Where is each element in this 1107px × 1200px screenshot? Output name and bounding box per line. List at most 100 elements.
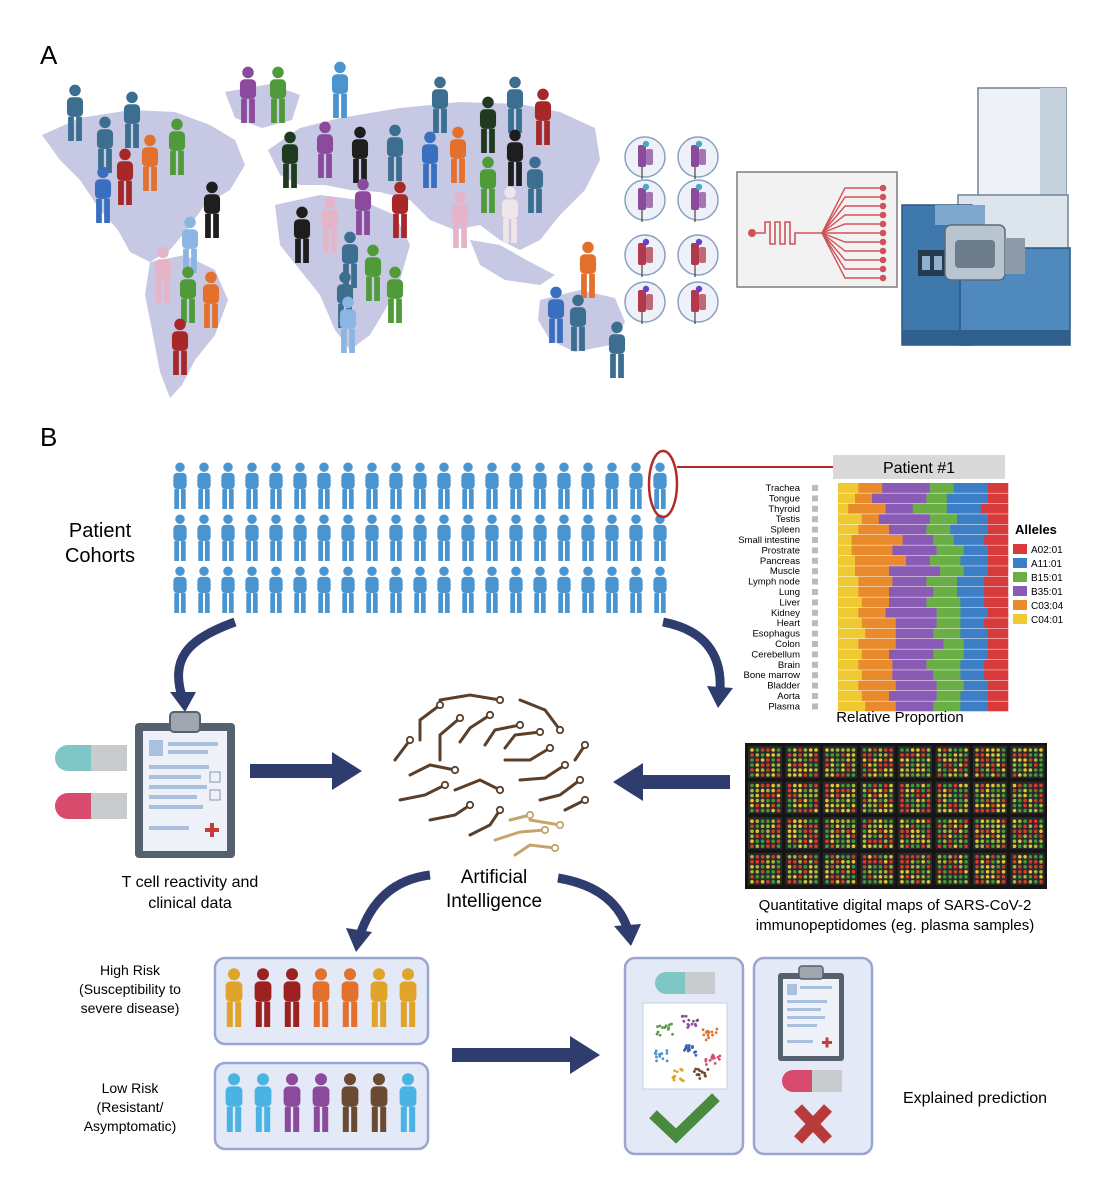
- heatmap-bar-segment: [861, 618, 897, 629]
- tsne-point: [665, 1051, 669, 1055]
- cohort-person-icon: [341, 514, 355, 561]
- prediction-panel-positive: [623, 956, 745, 1156]
- heatmap-bar-segment: [838, 566, 856, 577]
- arrow-risk-to-prediction: [452, 1036, 600, 1074]
- tissue-tick: [812, 672, 818, 679]
- tsne-plot-frame: [642, 1002, 728, 1090]
- tsne-point: [716, 1055, 720, 1059]
- tsne-point: [698, 1069, 702, 1073]
- digital-map-tile: [785, 746, 820, 778]
- hla-molecule-icon: [624, 136, 666, 179]
- heatmap-bar-segment: [984, 597, 1009, 608]
- tissue-tick: [812, 682, 818, 689]
- tsne-point: [711, 1033, 715, 1037]
- tsne-point: [658, 1053, 662, 1057]
- heatmap-bar-segment: [940, 566, 965, 577]
- tsne-point: [663, 1026, 667, 1029]
- heatmap-bar-segment: [892, 670, 934, 681]
- digital-map-tile: [748, 746, 782, 778]
- circuit-trace: [518, 698, 562, 732]
- legend-label: C03:04: [1031, 601, 1064, 612]
- heatmap-bar-segment: [855, 566, 890, 577]
- tsne-point: [655, 1059, 658, 1063]
- heatmap-bar-segment: [936, 545, 965, 556]
- tsne-point: [682, 1014, 685, 1018]
- heatmap-bar-segment: [929, 555, 961, 566]
- tsne-point: [701, 1028, 705, 1032]
- heatmap-bar-segment: [838, 628, 866, 639]
- tsne-point: [703, 1074, 707, 1077]
- microfluidic-chip: [736, 171, 898, 288]
- tissue-label: Esophagus: [752, 629, 800, 640]
- hla-molecule-icon: [677, 179, 719, 222]
- tissue-tick: [812, 557, 818, 564]
- heatmap-bar-segment: [858, 680, 897, 691]
- heatmap-bars: [838, 483, 1009, 712]
- heatmap-bar-segment: [984, 618, 1009, 629]
- heatmap-bar-segment: [895, 618, 937, 629]
- maps-label-line2: immunopeptidomes (eg. plasma samples): [756, 917, 1034, 934]
- clinical-label-line1: T cell reactivity and: [122, 874, 259, 891]
- legend-swatch: [1013, 614, 1027, 624]
- heatmap-bar-segment: [895, 639, 944, 649]
- pill-icon-positive: [655, 972, 715, 994]
- heatmap-bar-segment: [987, 607, 1009, 618]
- tissue-tick: [812, 495, 818, 502]
- heatmap-bar-segment: [933, 535, 954, 545]
- heatmap-bar-segment: [855, 493, 873, 504]
- cohort-person-icon: [653, 566, 667, 613]
- tsne-point: [704, 1063, 708, 1066]
- patient-cohort-grid: [173, 462, 667, 613]
- heatmap-bar-segment: [858, 483, 883, 493]
- tissue-label: Colon: [775, 639, 800, 650]
- ai-label-line2: Intelligence: [446, 891, 542, 912]
- heatmap-bar-segment: [858, 587, 890, 597]
- heatmap-bar-segment: [889, 597, 927, 608]
- tsne-point: [658, 1033, 662, 1037]
- digital-map-tile: [935, 746, 970, 778]
- tissue-tick: [812, 703, 818, 710]
- heatmap-bar-segment: [895, 701, 934, 712]
- tissue-label: Bladder: [767, 681, 800, 692]
- heatmap-bar-segment: [838, 639, 859, 649]
- heatmap-bar-segment: [953, 483, 988, 493]
- tissue-tick: [812, 505, 818, 512]
- map-person-icon: [331, 61, 349, 118]
- allele-heatmap: Patient #1 TracheaTongueThyroidTestisSpl…: [738, 455, 1064, 726]
- hla-molecule-icon: [624, 281, 666, 324]
- pill-icon-negative: [782, 1070, 842, 1092]
- heatmap-bar-segment: [936, 680, 965, 691]
- heatmap-bar-segment: [838, 587, 859, 597]
- prediction-label: Explained prediction: [903, 1090, 1047, 1107]
- cohort-person-icon: [605, 514, 619, 561]
- legend-swatch: [1013, 600, 1027, 610]
- cohort-person-icon: [437, 566, 451, 613]
- circuit-trace: [453, 778, 502, 792]
- heatmap-bar-segment: [960, 628, 988, 639]
- heatmap-bar-segment: [885, 607, 937, 618]
- heatmap-bar-segment: [987, 545, 1009, 556]
- low-risk-line2: (Resistant/: [97, 1099, 164, 1115]
- tissue-tick: [812, 661, 818, 668]
- tissue-tick: [812, 485, 818, 491]
- cohort-person-icon: [173, 514, 187, 561]
- heatmap-bar-segment: [838, 670, 863, 681]
- heatmap-bar-segment: [933, 701, 961, 712]
- tsne-point: [695, 1019, 699, 1023]
- cohort-person-icon: [581, 566, 595, 613]
- heatmap-bar-segment: [889, 524, 927, 535]
- tsne-point: [665, 1059, 669, 1063]
- circuit-trace: [503, 730, 542, 750]
- tsne-point: [672, 1075, 676, 1079]
- heatmap-bar-segment: [957, 514, 988, 525]
- tsne-point: [690, 1046, 694, 1050]
- heatmap-bar-segment: [960, 701, 988, 712]
- circuit-trace: [518, 763, 567, 782]
- heatmap-bar-segment: [926, 597, 961, 608]
- tissue-label: Small intestine: [738, 535, 800, 546]
- arrow-to-clinical: [174, 617, 237, 702]
- arrow-maps-to-ai-head: [613, 763, 643, 801]
- heatmap-bar-segment: [838, 483, 859, 493]
- heatmap-bar-segment: [957, 587, 985, 597]
- heatmap-bar-segment: [960, 555, 988, 566]
